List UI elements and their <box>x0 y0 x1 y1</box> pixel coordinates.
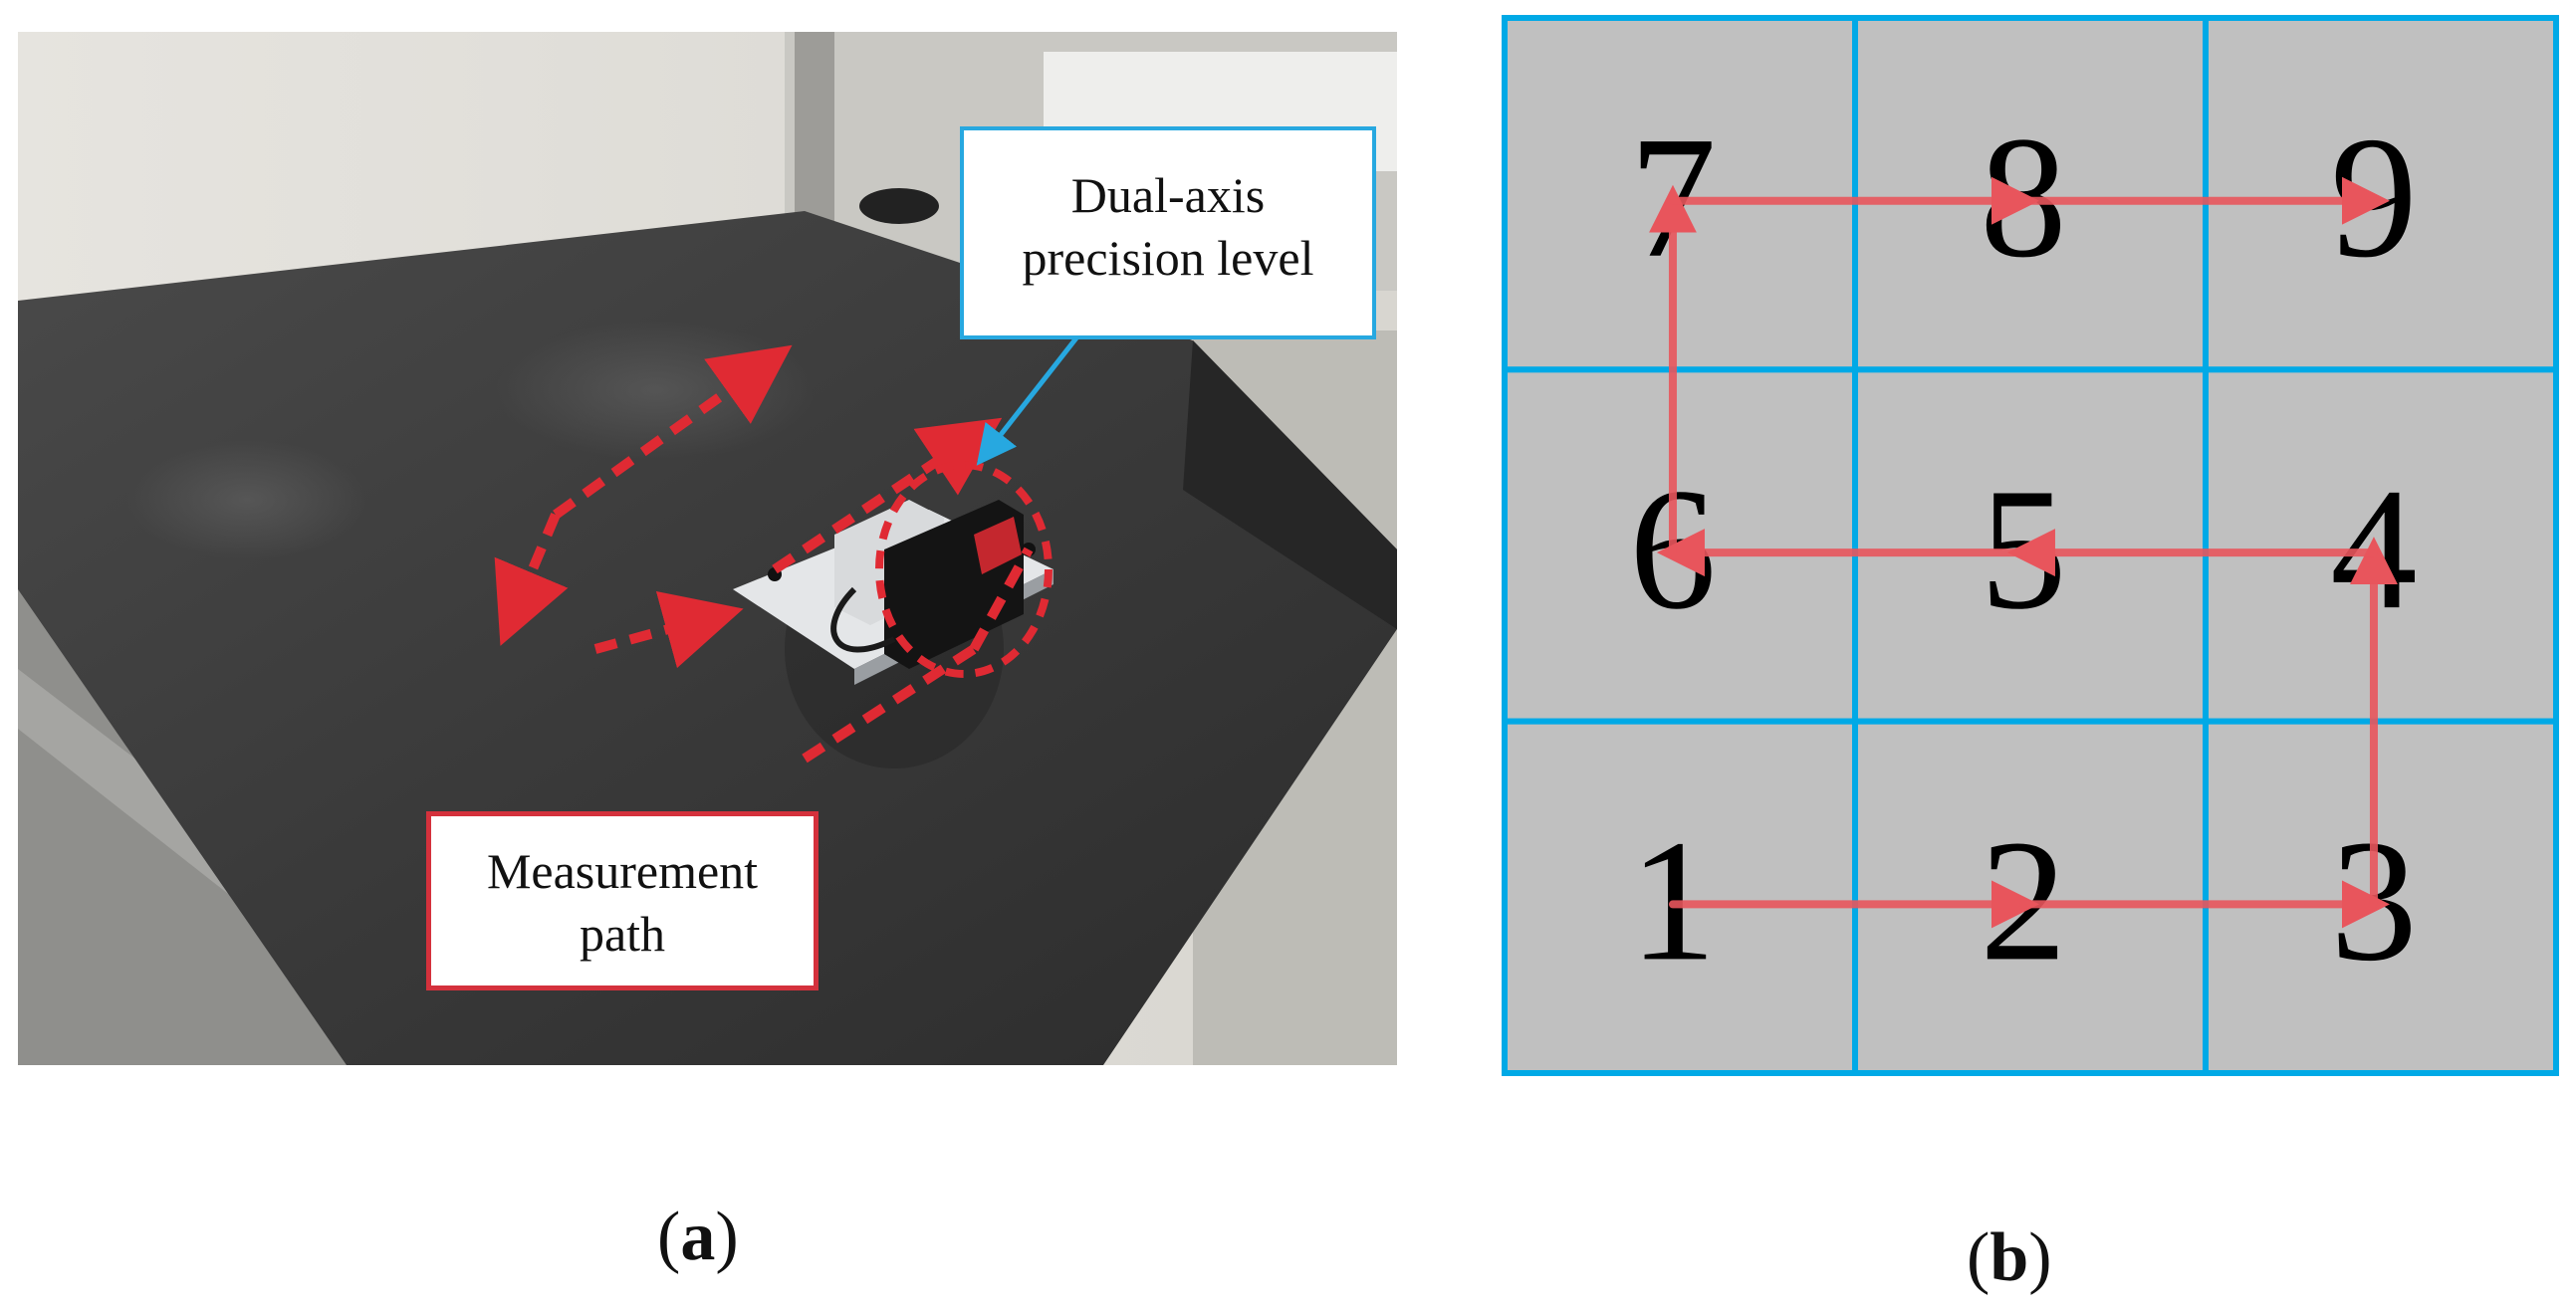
measurement-grid: 789654123 <box>1502 15 2559 1077</box>
measurement-loop <box>875 461 1053 678</box>
level-cable <box>830 586 896 653</box>
machine-bolt <box>859 188 939 224</box>
callout-level-line1: Dual-axis <box>1070 167 1266 223</box>
measurement-path-arrows <box>494 344 1034 764</box>
callout-path-line1: Measurement <box>486 843 759 899</box>
caption-b: (b) <box>1967 1218 2052 1298</box>
caption-a: (a) <box>657 1198 739 1277</box>
callout-path-line2: path <box>579 905 666 962</box>
path-arrow <box>553 344 793 520</box>
caption-b-open: ( <box>1967 1219 1991 1296</box>
callout-pointer <box>976 333 1080 466</box>
caption-a-letter: a <box>680 1199 716 1275</box>
callout-level-line2: precision level <box>1022 229 1314 286</box>
caption-b-letter: b <box>1990 1219 2029 1296</box>
precision-level-callout: Dual-axis precision level <box>960 126 1376 339</box>
grid-cell <box>1502 718 1858 1077</box>
measurement-grid-panel: 789654123 <box>1501 14 2560 1077</box>
caption-a-open: ( <box>657 1199 681 1275</box>
caption-a-close: ) <box>715 1199 739 1275</box>
measurement-path-callout: Measurement path <box>426 811 819 990</box>
table-smudge <box>127 440 366 559</box>
path-arrow <box>593 590 744 669</box>
caption-b-close: ) <box>2028 1219 2052 1296</box>
table-edge <box>1183 340 1397 629</box>
path-arrow <box>494 513 569 646</box>
level-sensor-face <box>974 517 1022 574</box>
path-arrow <box>772 417 1003 574</box>
measurement-photo: Dual-axis precision level Measurement pa… <box>18 32 1397 1065</box>
grid-cell <box>1502 366 1858 725</box>
path-arrow <box>969 547 1034 652</box>
